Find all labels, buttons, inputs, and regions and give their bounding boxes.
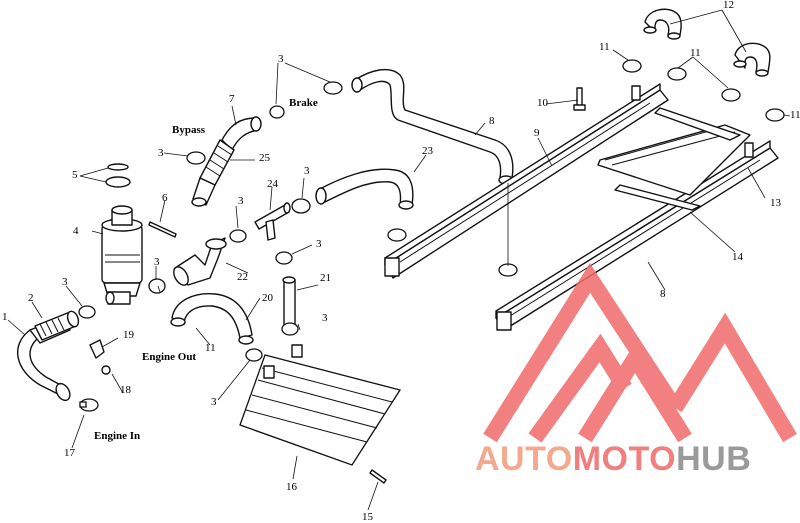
watermark-text: AUTOMOTOHUB xyxy=(475,440,751,479)
callout-13: 13 xyxy=(770,197,781,209)
callout-16: 16 xyxy=(286,481,297,493)
clamp xyxy=(667,67,687,81)
caption-engine-in: Engine In xyxy=(94,430,141,442)
nut-18 xyxy=(101,365,111,375)
callout-3b: 3 xyxy=(158,147,164,159)
caption-brake: Brake xyxy=(289,97,318,109)
clamp-17 xyxy=(79,398,99,412)
callout-18: 18 xyxy=(120,384,131,396)
clamp xyxy=(622,59,642,73)
hose-23 xyxy=(315,168,414,210)
caption-engine-out: Engine Out xyxy=(142,351,197,363)
callout-8b: 8 xyxy=(660,288,666,300)
callout-14: 14 xyxy=(732,251,743,263)
callout-11c: 11 xyxy=(790,109,800,121)
callout-3e: 3 xyxy=(304,165,310,177)
clamp xyxy=(281,322,299,336)
callout-23: 23 xyxy=(422,145,433,157)
callout-11b: 11 xyxy=(690,47,701,59)
callout-3f: 3 xyxy=(316,238,322,250)
callout-20: 20 xyxy=(262,292,273,304)
callout-21: 21 xyxy=(320,272,331,284)
fitting-19 xyxy=(89,339,105,359)
callout-17: 17 xyxy=(64,447,75,459)
callout-19: 19 xyxy=(123,329,134,341)
clamp xyxy=(245,348,263,362)
hose-20 xyxy=(170,293,254,345)
pipe-21 xyxy=(282,276,296,326)
callout-25: 25 xyxy=(259,152,270,164)
heat-exchanger-8 xyxy=(495,140,779,331)
callout-4: 4 xyxy=(73,225,79,237)
hose-22 xyxy=(173,237,227,286)
callout-24: 24 xyxy=(267,178,278,190)
tee-fitting-24 xyxy=(254,202,291,241)
clamp xyxy=(765,108,785,122)
leader-lines xyxy=(7,9,791,511)
watermark-moto: MOTO xyxy=(572,440,677,478)
pin-6 xyxy=(148,221,177,238)
hose-2 xyxy=(34,310,80,341)
clamp xyxy=(148,278,166,294)
callout-5: 5 xyxy=(72,169,78,181)
callout-1: 1 xyxy=(2,311,8,323)
heat-exchanger-9 xyxy=(384,83,669,279)
hose-25 xyxy=(191,139,235,207)
callout-6: 6 xyxy=(162,192,168,204)
bolt-10 xyxy=(573,87,586,111)
callout-15: 15 xyxy=(362,511,373,523)
callout-3h: 3 xyxy=(322,312,328,324)
plate-14 xyxy=(614,184,701,211)
callout-2: 2 xyxy=(28,292,34,304)
filter-canister-4 xyxy=(101,205,143,305)
clamp xyxy=(387,228,407,242)
autmotohub-logo xyxy=(483,263,797,443)
clamp xyxy=(323,81,343,95)
callout-3: 3 xyxy=(62,276,68,288)
callout-10: 10 xyxy=(537,97,548,109)
callout-11d: 11 xyxy=(205,342,216,354)
callout-7: 7 xyxy=(229,93,235,105)
clamp xyxy=(229,229,247,243)
elbow-12b xyxy=(733,42,771,77)
hose-7 xyxy=(221,116,262,151)
callout-9: 9 xyxy=(534,127,540,139)
screw-15 xyxy=(369,469,387,484)
callout-8: 8 xyxy=(489,115,495,127)
clamp xyxy=(291,198,311,214)
callout-3i: 3 xyxy=(211,396,217,408)
callout-3c: 3 xyxy=(278,53,284,65)
clamp xyxy=(186,151,206,165)
heat-exchanger-16 xyxy=(239,344,402,466)
callout-3d: 3 xyxy=(238,195,244,207)
o-rings-5 xyxy=(105,163,131,188)
callout-22: 22 xyxy=(237,271,248,283)
clamp xyxy=(78,305,96,319)
watermark-hub: HUB xyxy=(676,440,752,478)
plate-13 xyxy=(597,107,751,196)
clamp xyxy=(269,105,285,119)
callout-3g: 3 xyxy=(154,256,160,268)
clamp xyxy=(721,88,741,102)
elbow-12 xyxy=(643,8,682,40)
callout-12: 12 xyxy=(723,0,734,11)
clamp xyxy=(275,251,293,265)
caption-bypass: Bypass xyxy=(172,124,206,136)
watermark-auto: AUTO xyxy=(475,440,573,478)
callout-11: 11 xyxy=(599,41,610,53)
